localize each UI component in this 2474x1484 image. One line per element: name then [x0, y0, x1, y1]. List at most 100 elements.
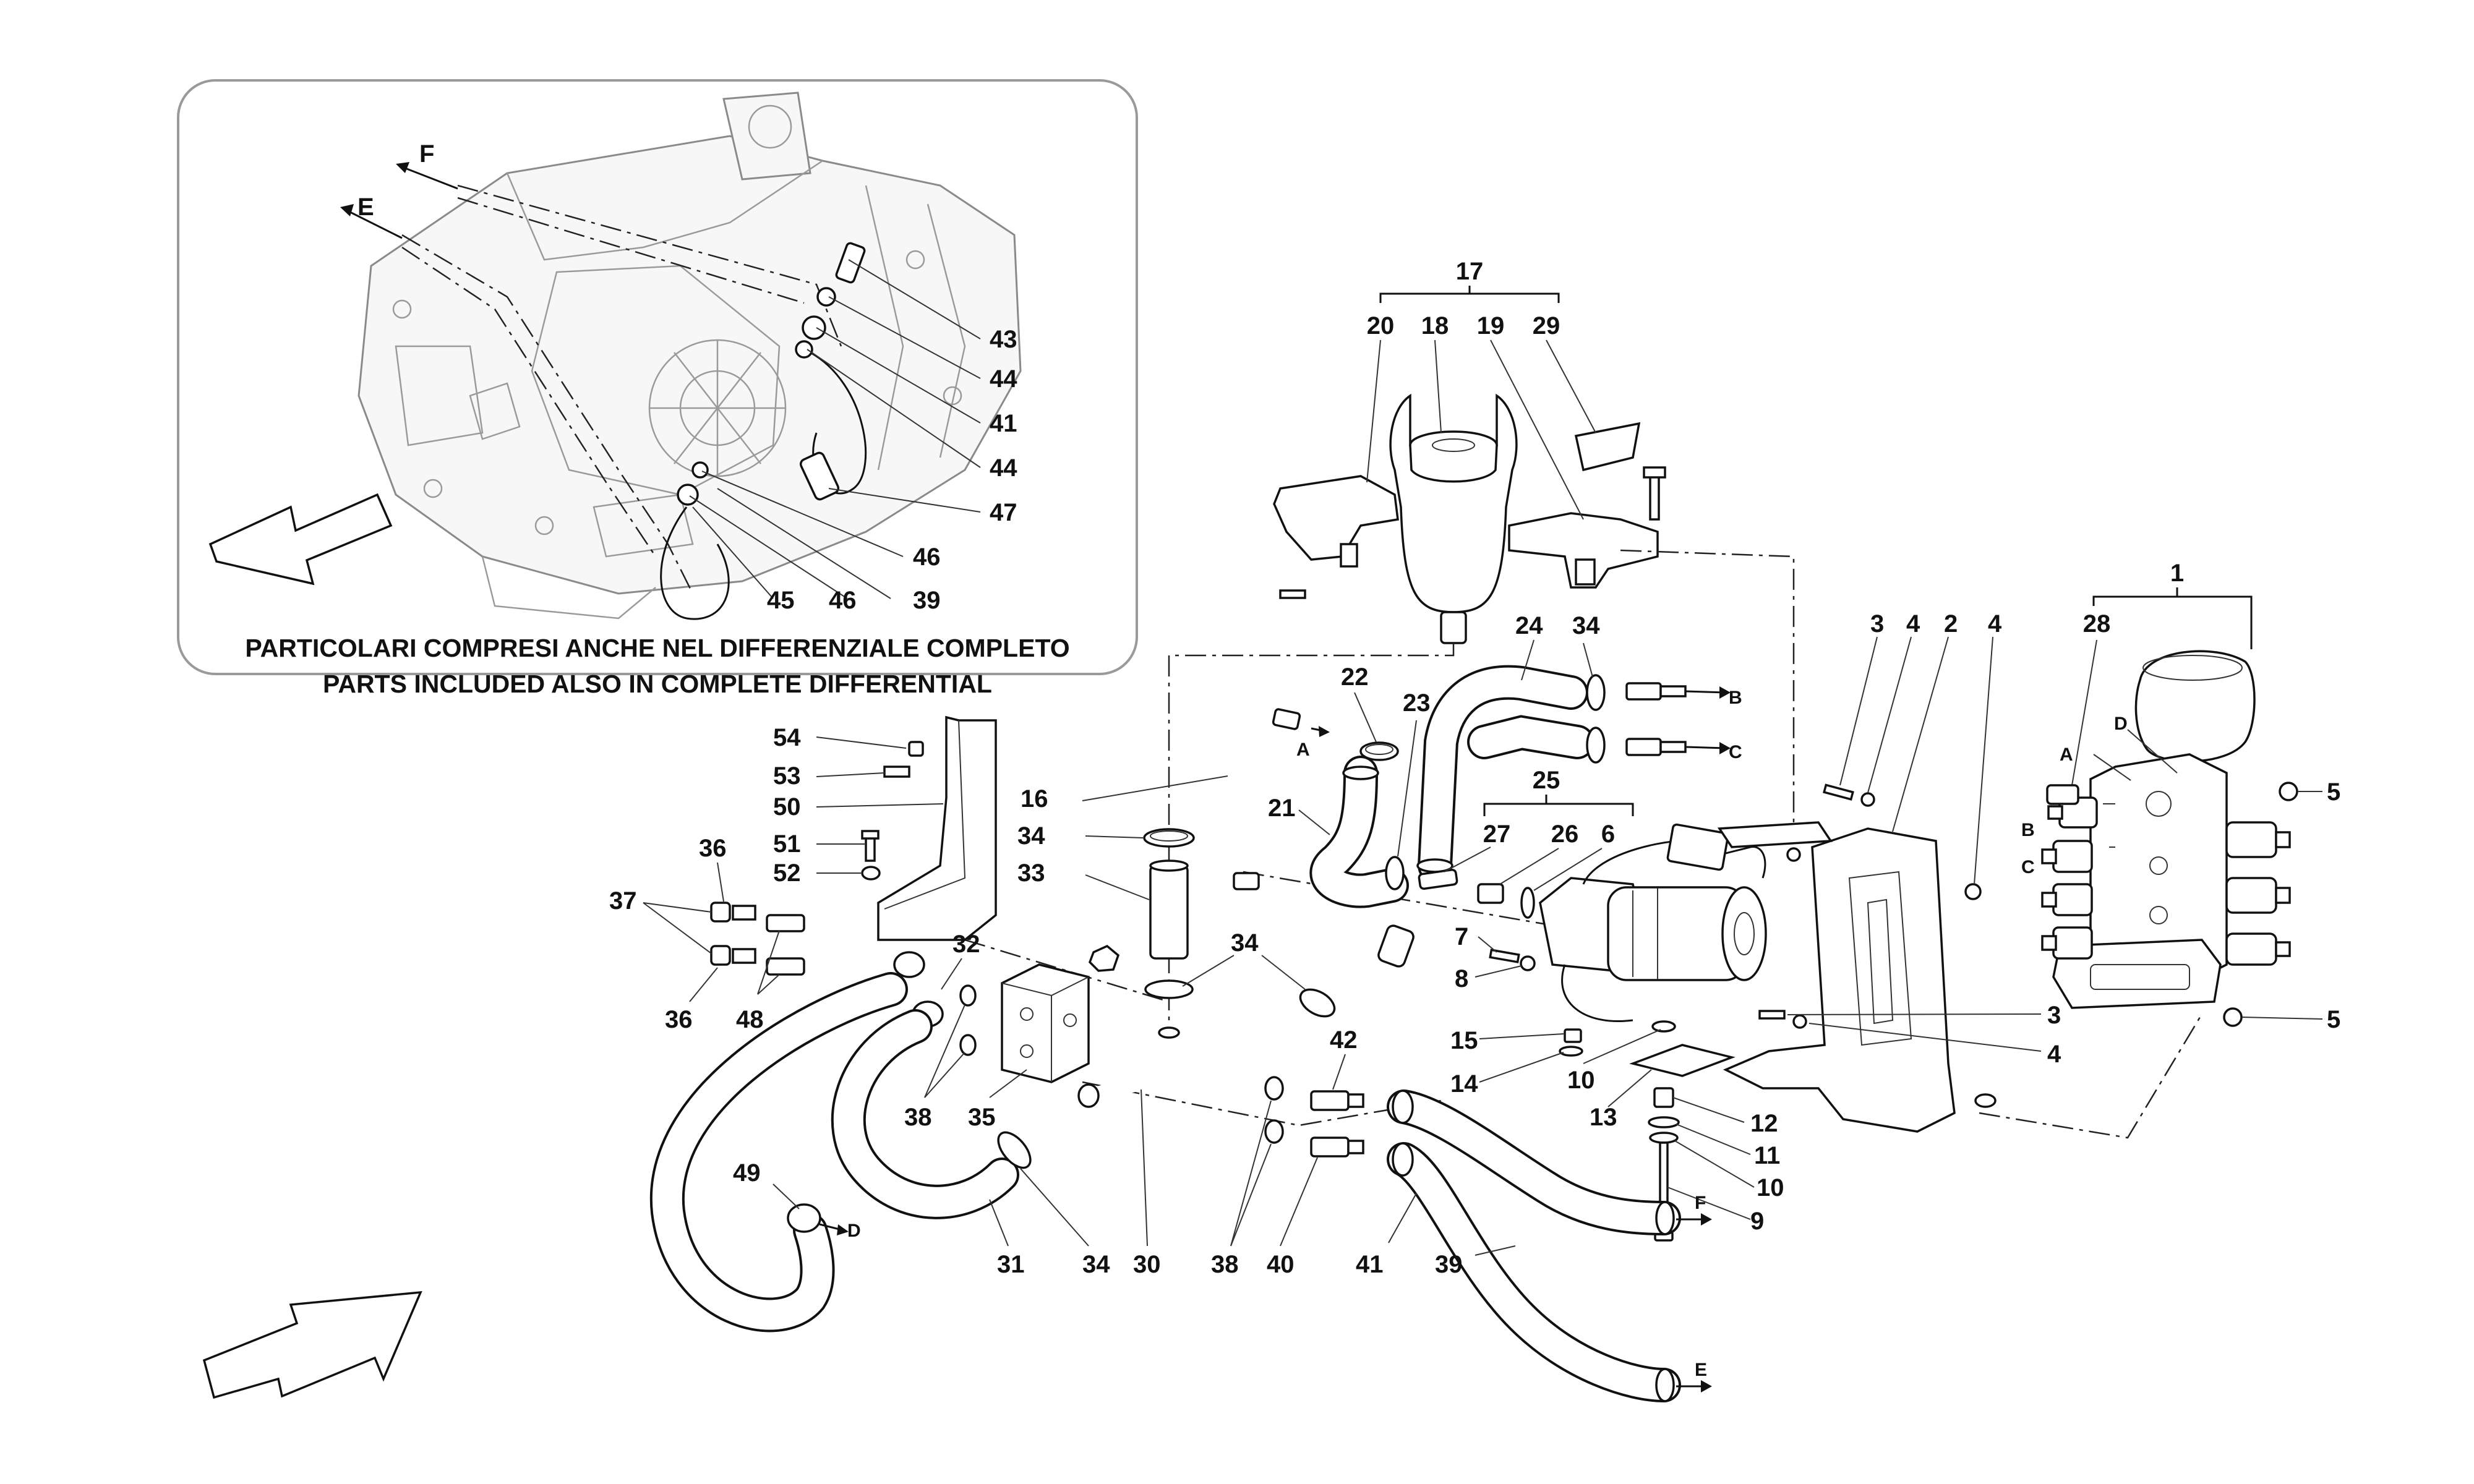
- washer-38c: [1264, 1076, 1284, 1101]
- fluid-reservoir: [1389, 393, 1518, 613]
- label-20: 20: [1367, 312, 1395, 339]
- pipe-route-e: [401, 234, 694, 594]
- union-42: [1310, 1090, 1350, 1111]
- label-50: 50: [773, 793, 801, 821]
- label-48: 48: [736, 1006, 764, 1033]
- rigid-pipe-16: A: [1219, 708, 1330, 890]
- clamp-22: [1359, 741, 1399, 761]
- label-31: 31: [997, 1251, 1025, 1278]
- bracket-arm: [1717, 821, 1833, 848]
- label-53: 53: [773, 762, 801, 790]
- washer-4-upper: [1860, 792, 1875, 807]
- tube-33: [1149, 864, 1189, 960]
- bolt-3-lower: [1758, 1010, 1786, 1020]
- label-27: 27: [1483, 821, 1511, 848]
- dash-fitting-to-tube: [964, 939, 1170, 1003]
- union-40: [1310, 1136, 1350, 1158]
- valve-block-1: [2041, 650, 2298, 1027]
- solenoid-left-3: [2052, 883, 2093, 916]
- inset-letter-f: F: [419, 140, 434, 168]
- label-34-top: 34: [1572, 612, 1600, 639]
- strap-19-clip: [1575, 558, 1596, 586]
- label-32: 32: [952, 931, 980, 958]
- label-41-main: 41: [1356, 1251, 1384, 1278]
- grommet-10-upper: [1651, 1020, 1676, 1033]
- dash-bracket-to-accumulator: [1979, 1013, 2203, 1139]
- label-25: 25: [1533, 767, 1560, 794]
- label-30: 30: [1133, 1251, 1161, 1278]
- label-4-right: 4: [1988, 610, 2002, 638]
- reservoir-cap-body: [1409, 445, 1498, 483]
- bracket-13: [1629, 1044, 1736, 1077]
- heat-shield-50: [877, 715, 997, 941]
- label-44-lower: 44: [990, 454, 1017, 482]
- label-38-right: 38: [1211, 1251, 1239, 1278]
- letter-e-hose: E: [1695, 1360, 1707, 1380]
- label-54: 54: [773, 724, 801, 751]
- dash-pipe-to-pump: [1243, 871, 1565, 929]
- spacer-12: [1653, 1087, 1674, 1108]
- letter-c-fitting: C: [1729, 742, 1742, 762]
- clamp-34-tube-top: [1143, 828, 1195, 848]
- grommet-10-lower: [1649, 1132, 1679, 1144]
- clamp-23: [1385, 856, 1405, 890]
- bracket-25-span: [1483, 803, 1634, 816]
- label-2: 2: [1944, 610, 1958, 638]
- label-29: 29: [1533, 312, 1560, 339]
- label-22: 22: [1341, 663, 1369, 691]
- solenoid-right-3: [2225, 932, 2277, 966]
- fitting-28: [2046, 784, 2079, 805]
- washer-54: [908, 741, 924, 757]
- label-44-upper: 44: [990, 365, 1017, 393]
- letter-f-hose: F: [1695, 1193, 1706, 1213]
- label-49: 49: [733, 1159, 761, 1187]
- label-24: 24: [1515, 612, 1543, 639]
- label-3-upper: 3: [1870, 610, 1884, 638]
- label-36-upper: 36: [699, 835, 727, 862]
- letter-d-hose: D: [847, 1221, 861, 1241]
- label-6: 6: [1601, 821, 1615, 848]
- seal-6: [1520, 887, 1535, 919]
- clamp-34-upper: [1586, 674, 1606, 711]
- bracket-17-span: [1379, 292, 1560, 303]
- label-39-main: 39: [1435, 1251, 1463, 1278]
- washer-38b: [959, 1034, 977, 1056]
- reservoir-group: 17 20 18 19 29: [1273, 258, 1666, 644]
- label-39-inset: 39: [913, 587, 941, 614]
- label-9: 9: [1750, 1208, 1764, 1235]
- washer-14: [1559, 1046, 1583, 1057]
- bolt-7: [1489, 949, 1520, 963]
- label-4-lower: 4: [2047, 1041, 2061, 1068]
- clip-29: [1574, 422, 1641, 472]
- letter-a-pipe: A: [1296, 740, 1310, 760]
- label-41: 41: [990, 410, 1017, 437]
- label-19: 19: [1477, 312, 1505, 339]
- label-7: 7: [1455, 923, 1468, 950]
- label-40: 40: [1267, 1251, 1295, 1278]
- inset-direction-arrow: [208, 493, 393, 586]
- inset-hose-lower: [660, 506, 730, 620]
- hose-stub: [1377, 924, 1415, 968]
- label-34-mid-left: 34: [1017, 822, 1045, 850]
- inset-letter-e: E: [357, 194, 374, 221]
- nut-4-right: [1964, 883, 1982, 900]
- strap-20: [1273, 475, 1399, 561]
- nut-5-upper: [2279, 782, 2298, 801]
- label-8: 8: [1455, 965, 1468, 992]
- solenoid-left-2: [2052, 840, 2093, 873]
- label-11: 11: [1754, 1142, 1780, 1169]
- label-52: 52: [773, 859, 801, 887]
- bracket-1-span: [2092, 595, 2253, 649]
- label-17: 17: [1456, 258, 1484, 285]
- label-34-bottom: 34: [1082, 1251, 1110, 1278]
- inset-fitting-47: [799, 451, 840, 501]
- label-18: 18: [1421, 312, 1449, 339]
- support-bracket-2: [1717, 821, 1956, 1133]
- washer-38a: [959, 984, 977, 1007]
- washer-52: [861, 866, 881, 881]
- label-33: 33: [1017, 859, 1045, 887]
- washer-8: [1520, 955, 1536, 971]
- letter-b-block: B: [2021, 820, 2035, 840]
- label-12: 12: [1750, 1110, 1778, 1137]
